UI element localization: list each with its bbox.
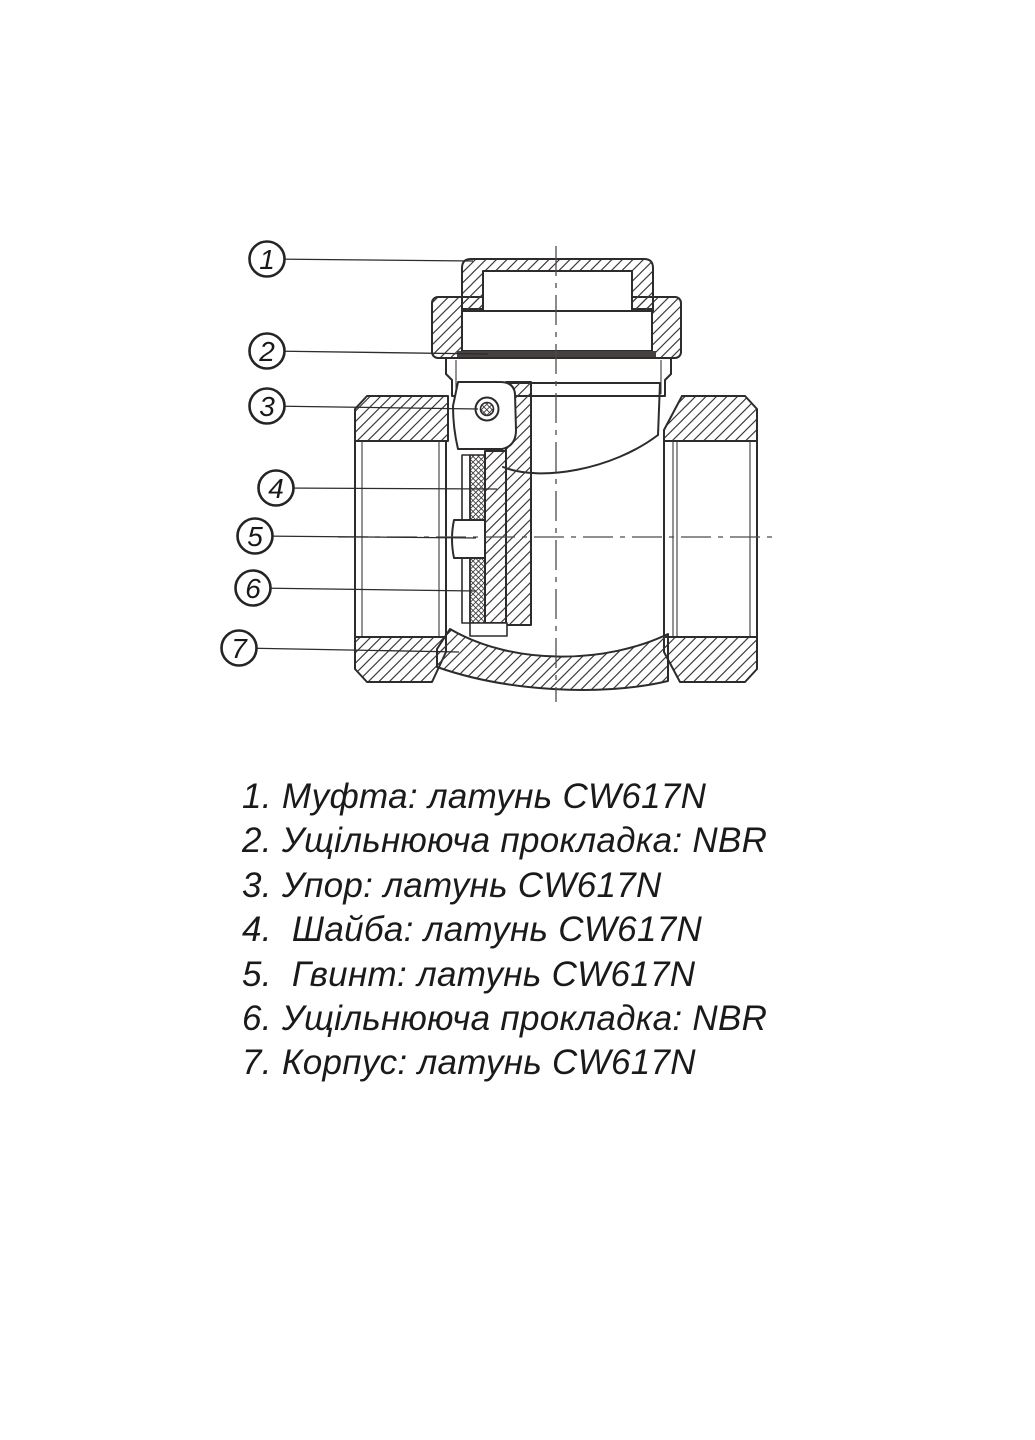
left-flange-bottom (354, 636, 447, 683)
callout-leader-line (238, 647, 460, 653)
pivot-screw-icon (479, 401, 495, 417)
gasket-upper (469, 454, 486, 521)
callout-leader-line (254, 535, 477, 539)
callout-circle (248, 387, 286, 425)
callouts: 1 2 3 45 6 7 (220, 240, 498, 667)
callout-1: 1 (248, 240, 474, 278)
callout-leader-line (275, 487, 498, 490)
callout-number: 5 (247, 521, 263, 552)
legend-item: 7. Корпус: латунь CW617N (242, 1043, 696, 1083)
right-port (663, 440, 758, 638)
callout-5: 5 (236, 517, 477, 555)
callout-circle (236, 517, 274, 555)
callout-circle (220, 629, 258, 667)
callout-number: 3 (259, 391, 275, 422)
callout-number: 4 (268, 473, 284, 504)
right-flange-top (663, 395, 758, 442)
hinge-plate (505, 381, 532, 626)
legend-item: 5. Гвинт: латунь CW617N (242, 954, 696, 994)
bonnet-insert (461, 308, 653, 352)
callout-circle (234, 569, 272, 607)
left-flange-top (354, 395, 449, 442)
disc-assembly (451, 381, 532, 637)
callout-leader-line (252, 587, 477, 592)
cap-plug (482, 270, 633, 312)
valve-cross-section-diagram: 1 2 3 45 6 7 (220, 240, 776, 702)
right-flange-bottom (663, 636, 758, 683)
legend-item: 2. Ущільнююча прокладка: NBR (242, 821, 768, 861)
chamber-right-wall (657, 382, 661, 436)
bottom-wall (436, 628, 669, 691)
callout-2: 2 (248, 332, 489, 370)
callout-leader-line (266, 258, 474, 262)
callout-number: 1 (259, 244, 275, 275)
callout-leader-line (266, 405, 479, 410)
callout-number: 6 (245, 573, 261, 604)
legend-item: 1. Муфта: латунь CW617N (242, 777, 707, 816)
callout-leader-line (266, 350, 489, 355)
callout-4: 4 (257, 469, 498, 507)
left-port (354, 440, 447, 638)
legend-item: 6. Ущільнююча прокладка: NBR (242, 998, 768, 1038)
callout-6: 6 (234, 569, 477, 607)
callout-circle (248, 332, 286, 370)
callout-circle (248, 240, 286, 278)
callout-3: 3 (248, 387, 479, 425)
callout-number: 7 (231, 633, 248, 664)
legend-item: 3. Упор: латунь CW617N (242, 865, 662, 905)
right-thread-lines (672, 441, 751, 637)
screw-nut (451, 519, 486, 559)
callout-number: 2 (258, 336, 275, 367)
parts-legend: 1. Муфта: латунь CW617N 2. Ущільнююча пр… (242, 775, 767, 1086)
legend-item: 4. Шайба: латунь CW617N (242, 910, 703, 950)
callout-circle (257, 469, 295, 507)
left-thread-lines (361, 441, 440, 637)
callout-7: 7 (220, 629, 460, 667)
washer-upper (461, 454, 471, 521)
disc-foot (469, 622, 508, 637)
